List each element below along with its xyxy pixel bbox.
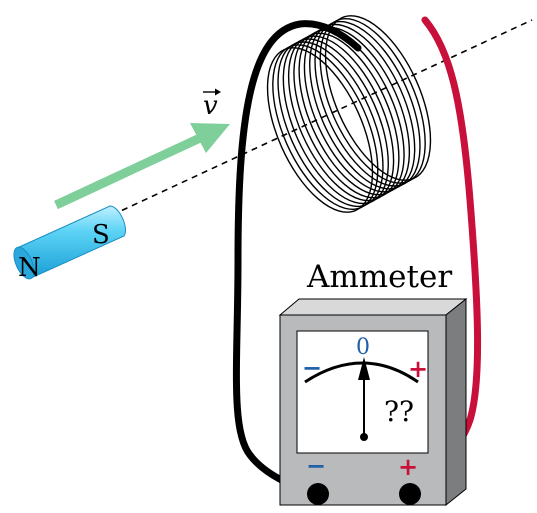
ammeter-reading-label: ?? [384, 395, 414, 428]
wire-coil [266, 15, 432, 213]
ammeter-label: Ammeter [306, 259, 452, 295]
ammeter-needle-pivot [360, 433, 368, 441]
coil-axis-dashed-line [111, 19, 533, 216]
velocity-arrow [54, 123, 230, 210]
magnet-south-label: S [92, 220, 110, 250]
plus-terminal [399, 483, 421, 505]
scale-zero-label: 0 [356, 335, 370, 360]
scale-minus-label: − [302, 353, 322, 382]
black-wire [232, 20, 362, 498]
coil-turn [324, 15, 432, 181]
terminal-plus-label: + [398, 452, 418, 481]
ammeter-scale-arc [304, 361, 419, 384]
minus-terminal [307, 483, 329, 505]
scale-plus-label: + [408, 354, 428, 383]
velocity-vector-arrow-icon [203, 88, 221, 96]
ammeter-needle-tip [358, 357, 370, 380]
velocity-label: v [203, 91, 218, 121]
ammeter-dial-face [296, 330, 429, 454]
ammeter [278, 297, 468, 507]
magnet-north-label: N [18, 253, 41, 283]
terminal-minus-label: − [306, 451, 326, 480]
bar-magnet [13, 205, 126, 280]
